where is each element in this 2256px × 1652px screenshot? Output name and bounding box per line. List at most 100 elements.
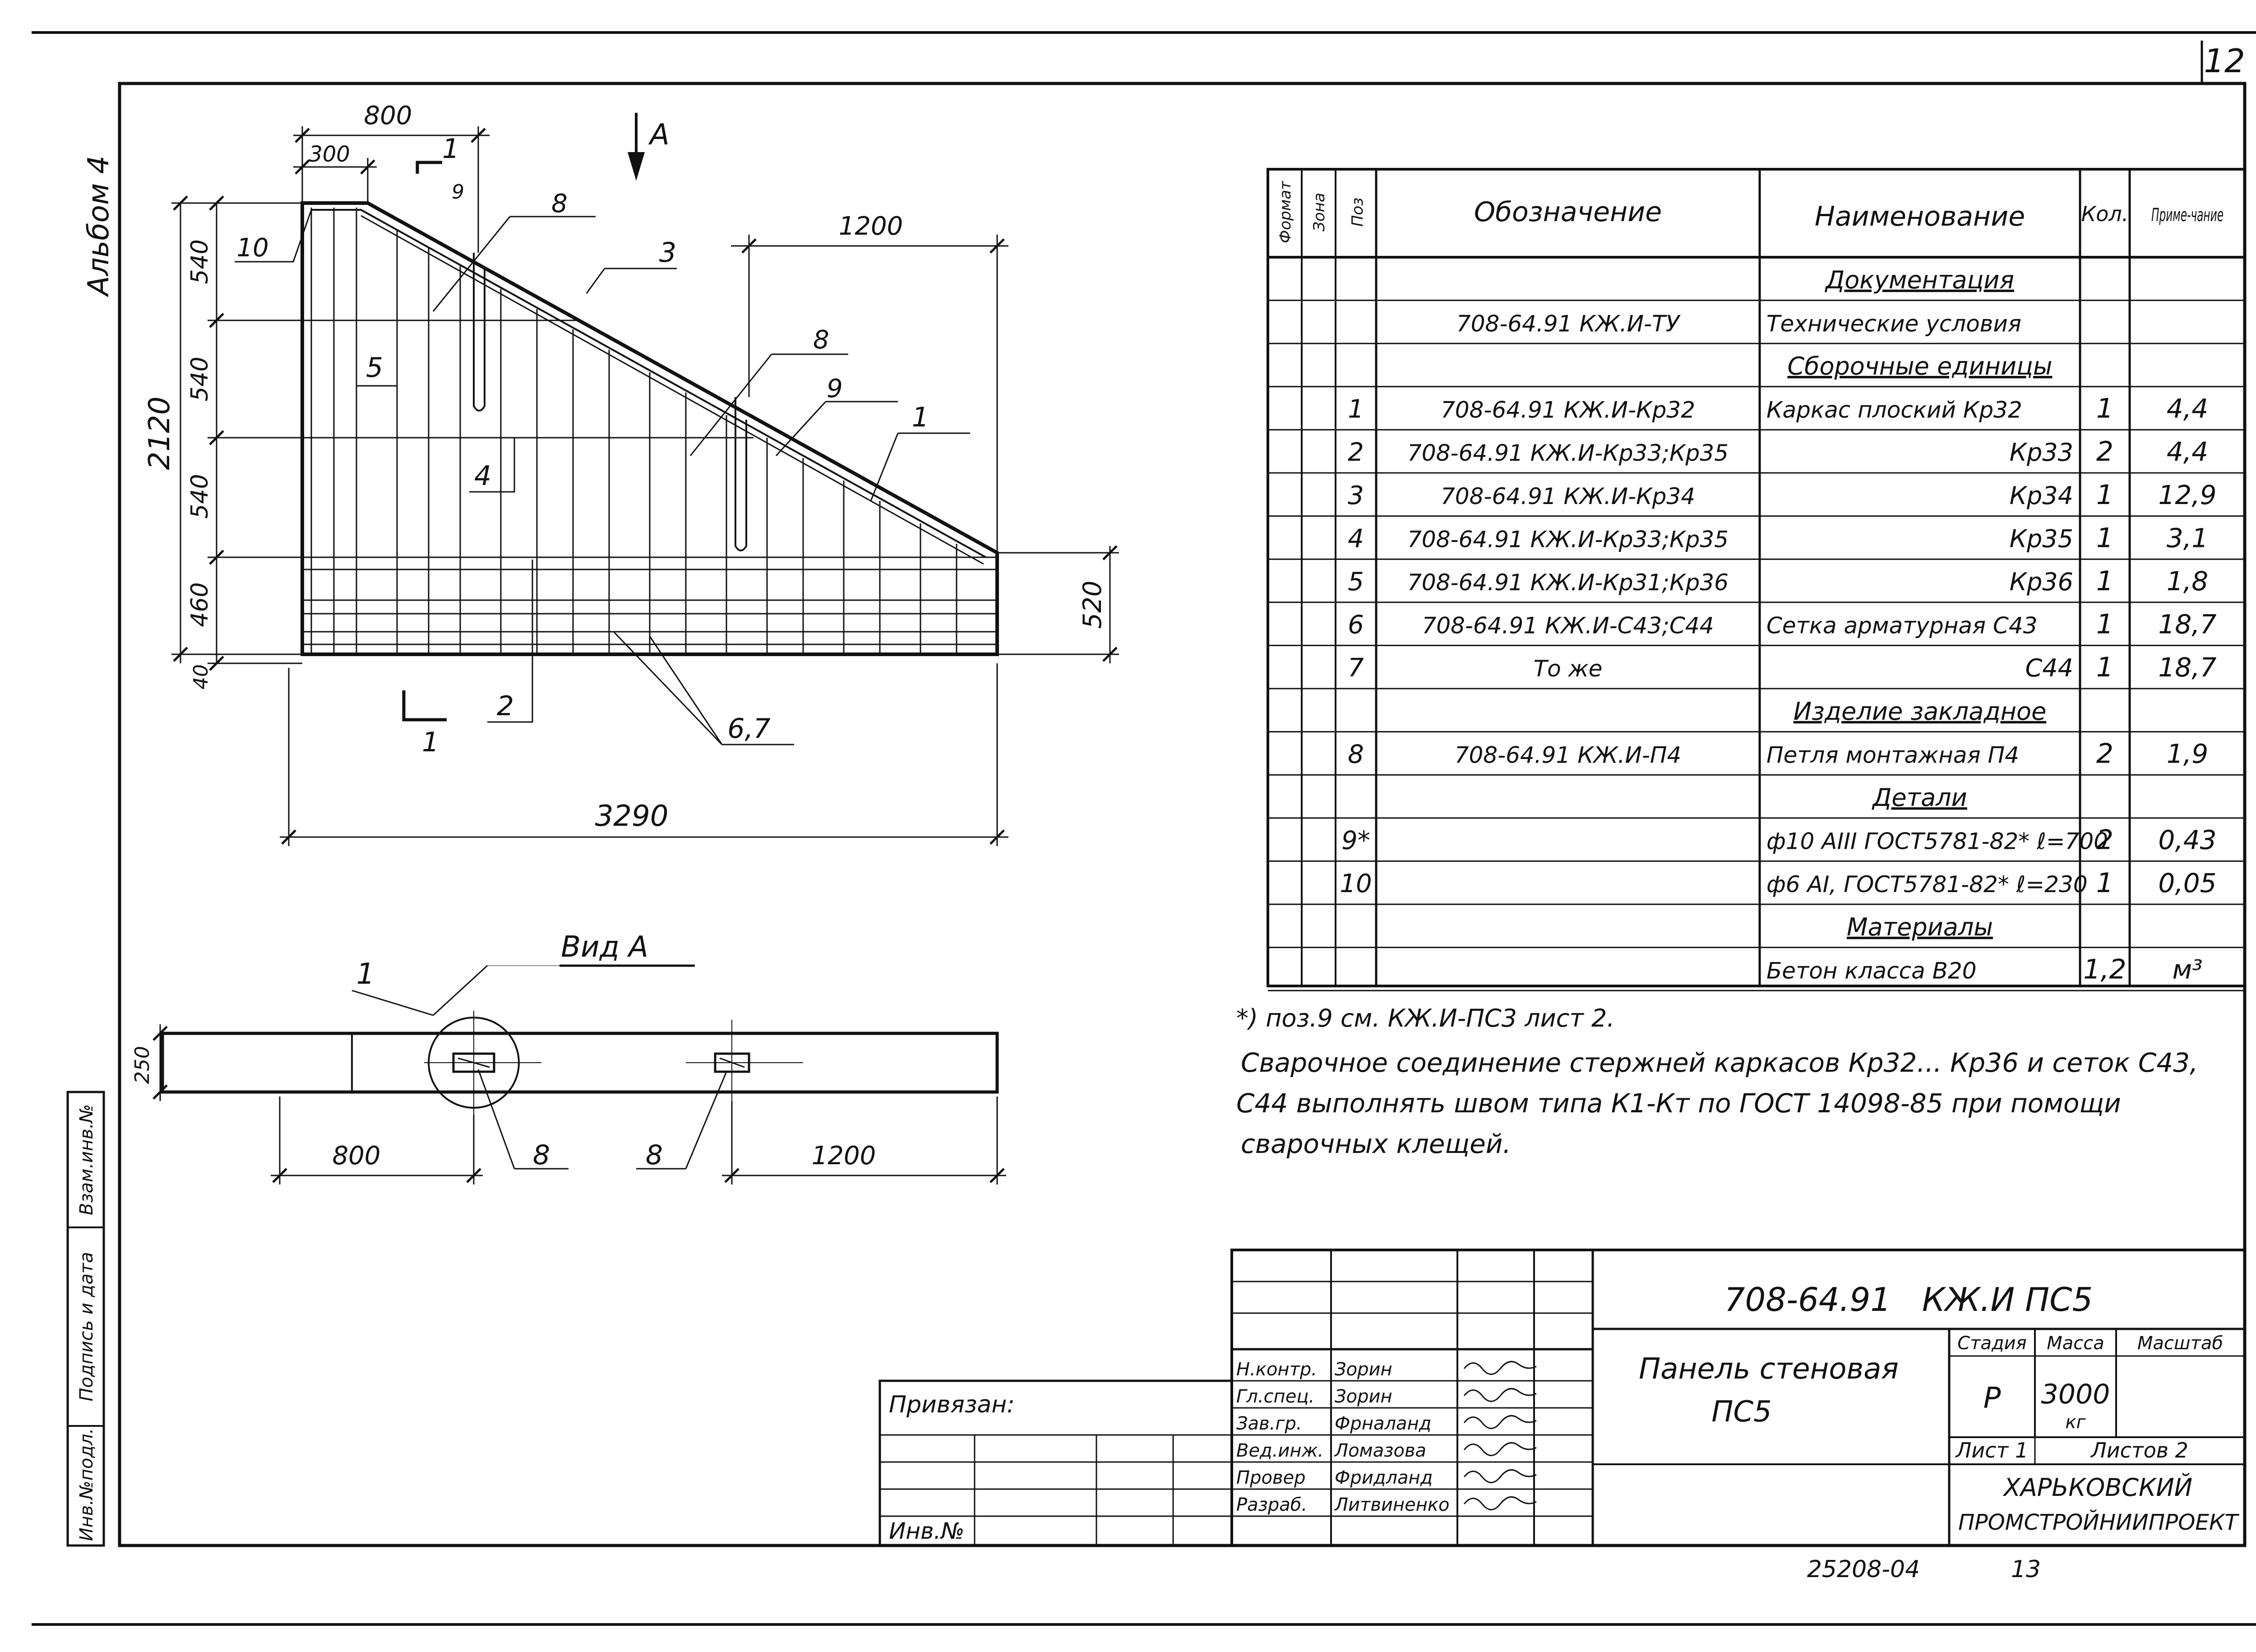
spec-cell-note: 3,1	[2167, 523, 2208, 553]
title-mass-unit: кг	[2065, 1412, 2086, 1433]
spec-header-note: Приме-чание	[2151, 205, 2224, 226]
view-a-dim-1200: 1200	[812, 1141, 876, 1171]
panel-elevation	[300, 201, 999, 656]
callout-67: 6,7	[727, 713, 770, 745]
spec-cell-name: Изделие закладное	[1794, 697, 2047, 726]
callout-leaders	[235, 209, 970, 745]
spec-cell-note: 18,7	[2158, 652, 2216, 683]
signature-mark	[1463, 1496, 1537, 1510]
signature-mark	[1463, 1415, 1537, 1429]
callout-10: 10	[236, 233, 268, 263]
spec-cell-name: Кр36	[2010, 568, 2073, 596]
spec-cell-pos: 3	[1348, 481, 1364, 510]
view-a-title: Вид А	[561, 930, 648, 964]
view-arrow-label: А	[648, 118, 670, 152]
callout-5: 5	[366, 352, 383, 384]
spec-cell-qty: 1	[2096, 867, 2113, 899]
note-2: С44 выполнять швом типа К1-Кт по ГОСТ 14…	[1236, 1088, 2121, 1119]
view-a-callout-8a: 8	[533, 1139, 550, 1171]
spec-cell-note: м³	[2172, 954, 2202, 985]
spec-cell-qty: 1	[2096, 479, 2113, 511]
view-a-callout-8b: 8	[646, 1139, 663, 1171]
spec-cell-designation: 708-64.91 КЖ.И-Кр33;Кр35	[1407, 526, 1729, 552]
signature-mark	[1463, 1360, 1537, 1375]
dim-540-3: 540	[186, 474, 213, 518]
spec-header-name: Наименование	[1815, 201, 2025, 232]
title-sheets: Листов 2	[2090, 1438, 2188, 1462]
spec-cell-name: Кр35	[2010, 524, 2073, 553]
callout-8a: 8	[551, 189, 568, 218]
spec-cell-designation: 708-64.91 КЖ.И-П4	[1455, 742, 1682, 768]
spec-cell-note: 1,8	[2167, 566, 2208, 597]
note-1: Сварочное соединение стержней каркасов К…	[1241, 1047, 2198, 1078]
spec-cell-name: Материалы	[1847, 913, 1993, 941]
dim-9-small: 9	[452, 180, 464, 204]
footer-code: 25208-04	[1807, 1556, 1920, 1583]
section-label-top: 1	[442, 133, 459, 165]
view-a-height: 250	[131, 1046, 154, 1084]
dim-520-right: 520	[1078, 581, 1107, 629]
view-a-dim-800: 800	[333, 1141, 381, 1171]
album-label: Альбом 4	[82, 156, 116, 297]
spec-cell-name: ф10 АIII ГОСТ5781-82* ℓ=700	[1766, 828, 2108, 855]
callout-1: 1	[912, 402, 929, 433]
spec-cell-designation: 708-64.91 КЖ.И-Кр33;Кр35	[1407, 440, 1729, 466]
signer-name: Фридланд	[1335, 1467, 1433, 1488]
callout-9: 9	[827, 374, 843, 403]
dim-540-1: 540	[186, 239, 213, 284]
sheet-frame	[118, 82, 2247, 1547]
spec-cell-note: 4,4	[2167, 436, 2208, 467]
spec-cell-note: 18,7	[2158, 609, 2216, 640]
signer-name: Литвиненко	[1334, 1495, 1450, 1515]
signer-role: Н.контр.	[1236, 1359, 1317, 1380]
note-0: *) поз.9 см. КЖ.И-ПС3 лист 2.	[1236, 1004, 1615, 1032]
sheet-number: 12	[2204, 42, 2245, 80]
spec-cell-name: Кр34	[2010, 481, 2073, 510]
spec-header-qty: Кол.	[2081, 202, 2129, 226]
dim-800-top: 800	[364, 101, 412, 130]
spec-cell-designation: 708-64.91 КЖ.И-Кр32	[1441, 397, 1695, 423]
title-stage: Р	[1983, 1382, 2001, 1415]
spec-cell-name: Документация	[1825, 266, 2014, 294]
title-mass: 3000	[2041, 1379, 2110, 1410]
title-block	[878, 1249, 2246, 1547]
spec-table	[1267, 168, 2246, 987]
title-stage-label: Стадия	[1957, 1333, 2026, 1354]
spec-cell-qty: 1,2	[2083, 953, 2126, 985]
callout-4: 4	[474, 460, 491, 492]
side-stamp: Взам.инв.№ Подпись и дата Инв.№подл.	[66, 1091, 105, 1547]
spec-cell-qty: 1	[2096, 522, 2113, 554]
signer-name: Зорин	[1335, 1359, 1392, 1380]
dim-1200-right: 1200	[839, 212, 903, 241]
signature-mark	[1463, 1388, 1537, 1402]
title-org1: ХАРЬКОВСКИЙ	[2002, 1473, 2192, 1502]
spec-cell-pos: 8	[1348, 740, 1364, 769]
dim-460: 460	[186, 582, 213, 627]
signer-role: Разраб.	[1236, 1495, 1307, 1515]
signer-name: Зорин	[1335, 1386, 1392, 1407]
spec-cell-note: 1,9	[2167, 738, 2208, 769]
spec-cell-pos: 6	[1348, 611, 1364, 640]
signer-role: Зав.гр.	[1236, 1413, 1302, 1434]
title-scale-label: Масштаб	[2137, 1333, 2223, 1354]
callout-3: 3	[659, 237, 676, 268]
spec-cell-note: 0,05	[2158, 868, 2216, 898]
signature-mark	[1463, 1469, 1537, 1483]
title-sheet: Лист 1	[1955, 1438, 2028, 1462]
spec-header-zone: Зона	[1310, 193, 1328, 231]
title-code: 708-64.91 КЖ.И ПС5	[1724, 1281, 2093, 1319]
spec-cell-name: Технические условия	[1766, 310, 2021, 337]
section-label-bottom: 1	[422, 727, 439, 758]
spec-table-rowlines	[1268, 300, 2245, 991]
spec-cell-designation: То же	[1534, 656, 1603, 682]
spec-cell-designation: 708-64.91 КЖ.И-Кр34	[1441, 483, 1695, 509]
dim-540-2: 540	[186, 356, 213, 401]
spec-cell-name: Каркас плоский Кр32	[1766, 397, 2022, 423]
spec-cell-name: ф6 АI, ГОСТ5781-82* ℓ=230	[1766, 871, 2088, 898]
title-name-line2: ПС5	[1711, 1395, 1772, 1429]
dim-300-top: 300	[309, 142, 350, 167]
title-org2: ПРОМСТРОЙНИИПРОЕКТ	[1958, 1509, 2240, 1535]
dim-2120-total: 2120	[143, 397, 176, 470]
